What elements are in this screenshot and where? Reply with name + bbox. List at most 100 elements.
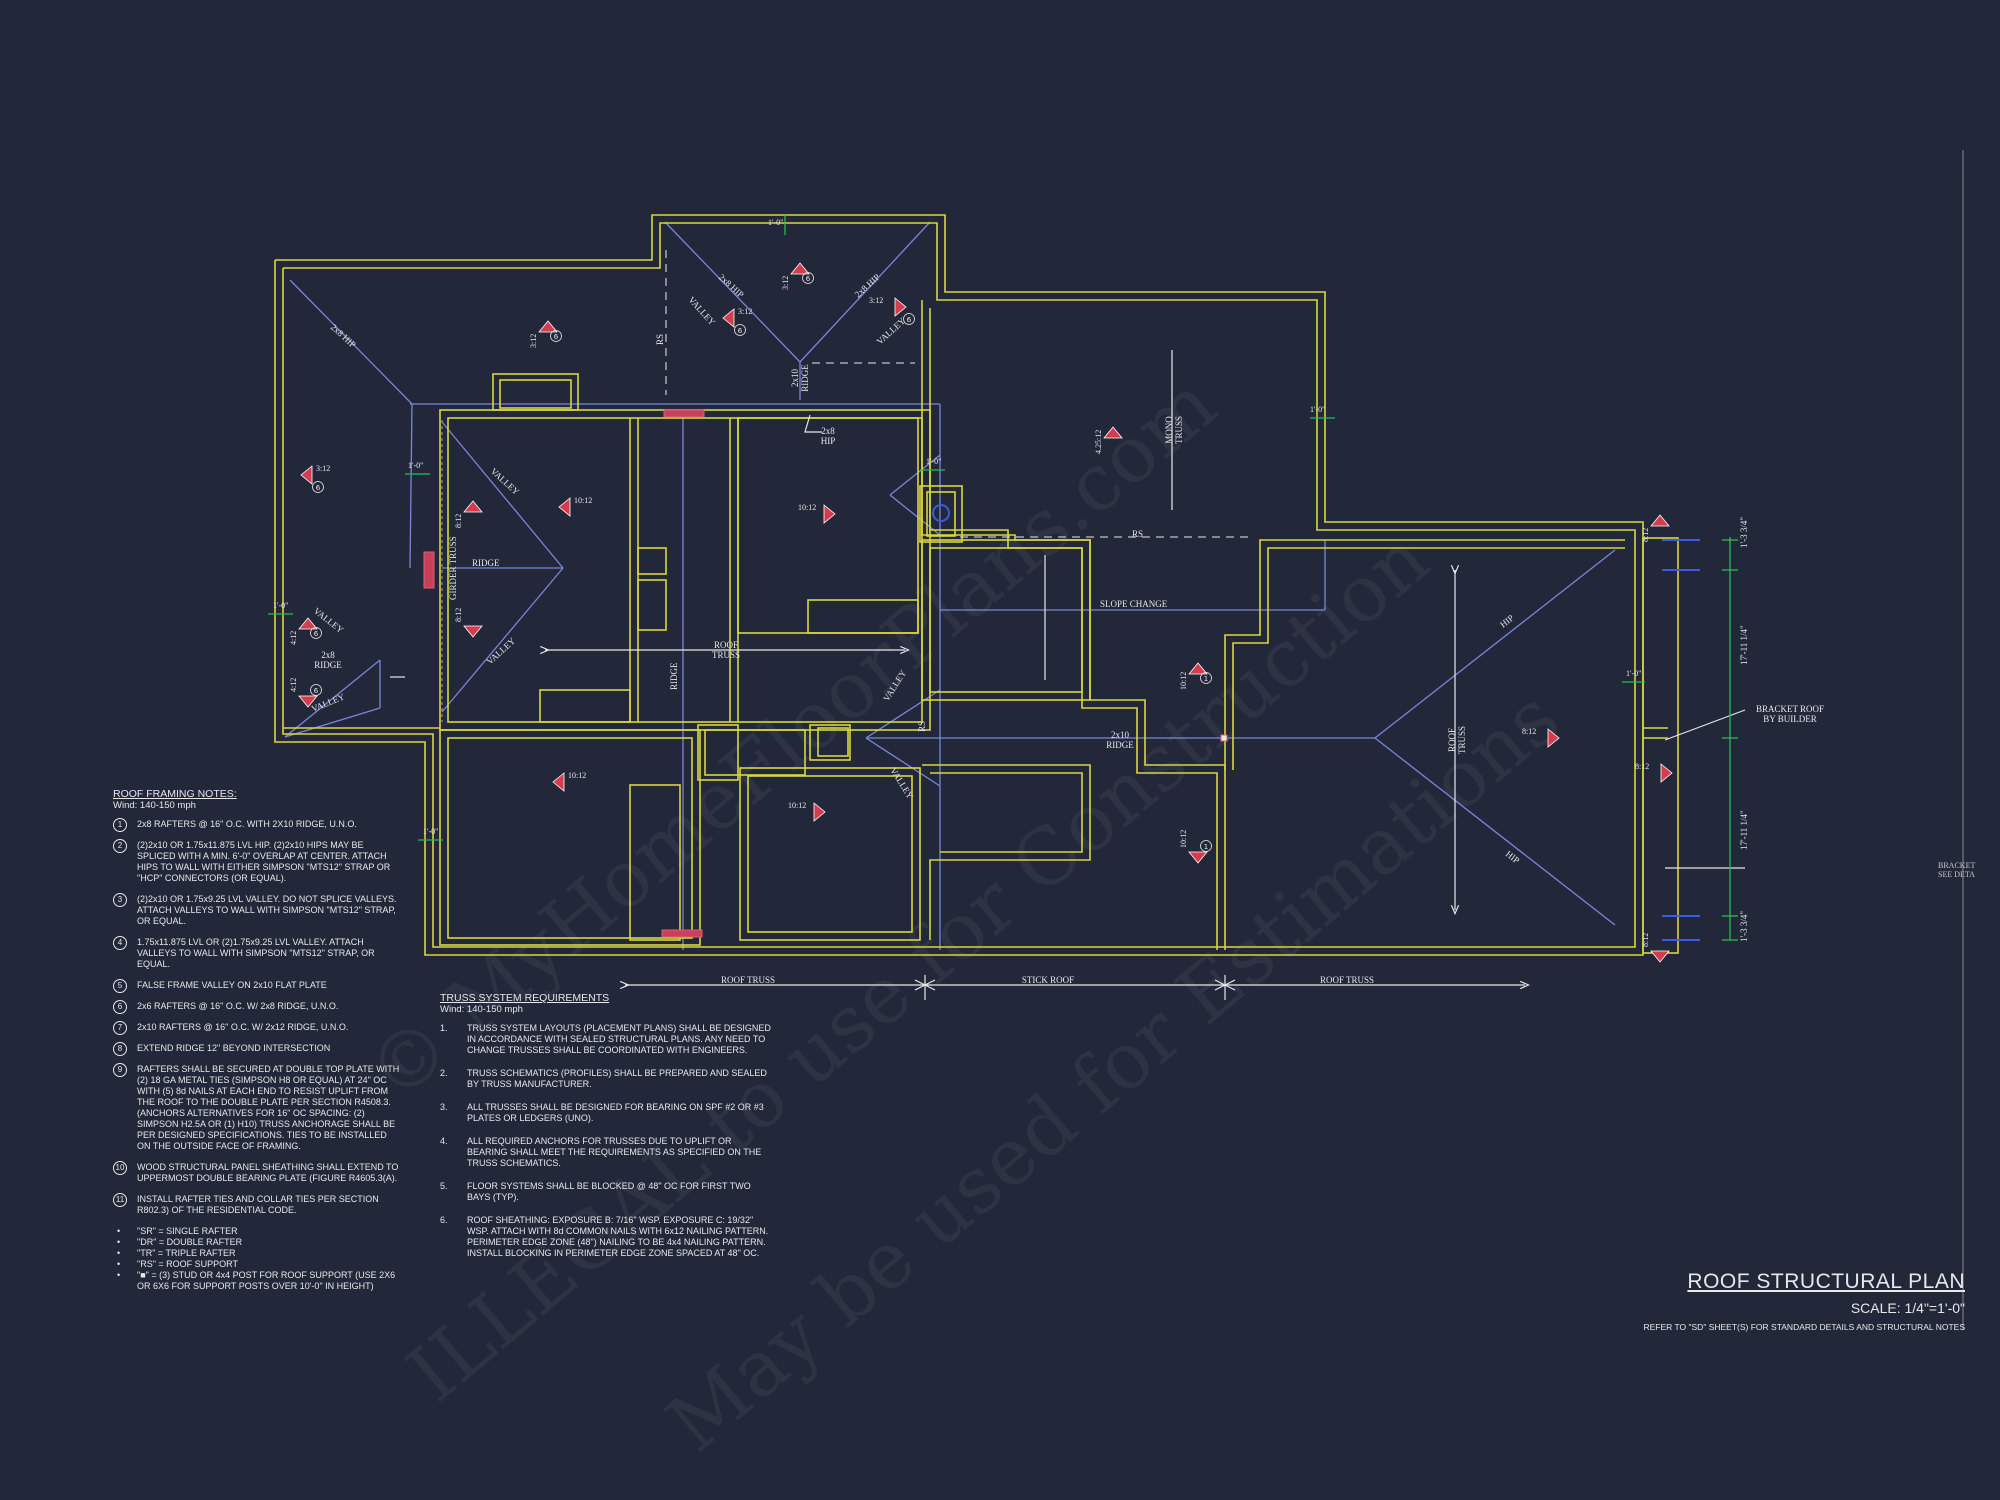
pitch-label: 3:12 xyxy=(316,464,330,473)
truss-requirement-item: 6.ROOF SHEATHING: EXPOSURE B: 7/16" WSP.… xyxy=(440,1215,772,1259)
plan-refer-note: REFER TO "SD" SHEET(S) FOR STANDARD DETA… xyxy=(1643,1322,1965,1332)
bottom-dimension-label: ROOF TRUSS xyxy=(721,975,775,985)
bottom-dimension-label: ROOF TRUSS xyxy=(1320,975,1374,985)
roof-support-label: RS xyxy=(917,721,927,732)
right-ticks xyxy=(1662,539,1700,941)
pitch-marker: 8:12 xyxy=(454,608,483,638)
note-number: 6 xyxy=(907,316,912,324)
truss-requirement-item: 4.ALL REQUIRED ANCHORS FOR TRUSSES DUE T… xyxy=(440,1136,772,1169)
legend-item: "RS" = ROOF SUPPORT xyxy=(113,1259,402,1270)
overhang-label: 1'-0" xyxy=(926,457,941,466)
note-number: 1 xyxy=(1204,675,1208,683)
pitch-label: 8:12 xyxy=(1641,933,1650,947)
pitch-label: 8:12 xyxy=(454,608,463,622)
pitch-label: 10:12 xyxy=(788,801,806,810)
pitch-marker: 3:12 6 xyxy=(869,296,915,325)
roof-framing-wind: Wind: 140-150 mph xyxy=(113,800,196,811)
note-number-circle: 9 xyxy=(113,1063,127,1077)
pitch-marker: 8:12 xyxy=(1641,514,1670,542)
pitch-label: 10:12 xyxy=(1179,672,1188,690)
note-circle xyxy=(310,684,322,696)
pitch-marker: 10:12 xyxy=(788,801,826,822)
note-number: 6 xyxy=(806,275,811,283)
note-text: FALSE FRAME VALLEY ON 2x10 FLAT PLATE xyxy=(137,980,327,990)
pitch-label: 10:12 xyxy=(574,496,592,505)
truss-requirement-item: 2. TRUSS SCHEMATICS (PROFILES) SHALL BE P… xyxy=(440,1068,772,1090)
pitch-marker: 3:126 xyxy=(722,307,752,336)
pitch-marker: 8:12 xyxy=(1635,762,1673,783)
note-text: EXTEND RIDGE 12" BEYOND INTERSECTION xyxy=(137,1043,331,1053)
note-number-circle: 5 xyxy=(113,979,127,993)
pitch-marker: 8:12 xyxy=(454,500,483,528)
ridge-label: 2x10RIDGE xyxy=(790,364,810,392)
note-number-circle: 4 xyxy=(113,936,127,950)
note-text: TRUSS SYSTEM LAYOUTS (PLACEMENT PLANS) S… xyxy=(467,1023,771,1055)
walls xyxy=(274,214,1679,956)
pitch-label: 4.25:12 xyxy=(1094,430,1103,454)
hip-label: 2x8 HIP xyxy=(329,322,358,350)
pitch-label: 3:12 xyxy=(869,296,883,305)
note-circle xyxy=(312,481,324,493)
truss-system-wind: Wind: 140-150 mph xyxy=(440,1004,523,1015)
truss-requirement-item: 3.ALL TRUSSES SHALL BE DESIGNED FOR BEAR… xyxy=(440,1102,772,1124)
ridge-label: RIDGE xyxy=(669,662,679,690)
hip-label: HIP xyxy=(1504,849,1522,866)
dimension-text: 1'-3 3/4" xyxy=(1739,517,1749,548)
dimension-text: 17'-11 1/4" xyxy=(1739,625,1749,665)
slope-change-label: SLOPE CHANGE xyxy=(1100,599,1168,609)
note-number: 1. xyxy=(440,1023,448,1033)
overhang-label: 1'-0" xyxy=(423,827,438,836)
note-text: INSTALL RAFTER TIES AND COLLAR TIES PER … xyxy=(137,1194,379,1215)
note-number: 6 xyxy=(554,333,559,341)
pitch-label: 10:12 xyxy=(798,503,816,512)
truss-system-notes: TRUSS SYSTEM REQUIREMENTS Wind: 140-150 … xyxy=(440,993,772,1271)
note-circle xyxy=(1200,840,1212,852)
overhang-labels: 1'-0"1'-0"1'-0"1'-0"1'-0"1'-0"1'-0" xyxy=(273,218,1641,836)
legend-item: "DR" = DOUBLE RAFTER xyxy=(113,1237,402,1248)
note-number-circle: 3 xyxy=(113,893,127,907)
note-circle xyxy=(550,330,562,342)
note-circle xyxy=(310,627,322,639)
pitch-label: 3:12 xyxy=(738,307,752,316)
pitch-marker: 4.25:12 xyxy=(1094,426,1123,454)
legend-item: "SR" = SINGLE RAFTER xyxy=(113,1226,402,1237)
ridge-label: RIDGE xyxy=(472,558,500,568)
note-number-circle: 6 xyxy=(113,1000,127,1014)
hip-label: 2x8 HIP xyxy=(717,272,746,300)
pitch-label: 4:12 xyxy=(289,631,298,645)
note-number: 2. xyxy=(440,1068,448,1078)
pitch-label: 8:12 xyxy=(1522,727,1536,736)
roof-framing-item: 11 INSTALL RAFTER TIES AND COLLAR TIES PE… xyxy=(113,1193,402,1216)
pitch-label: 4:12 xyxy=(289,678,298,692)
truss-requirement-item: 1. TRUSS SYSTEM LAYOUTS (PLACEMENT PLANS)… xyxy=(440,1023,772,1056)
bottom-dimension-label: STICK ROOF xyxy=(1022,975,1074,985)
girder-truss-label: GIRDER TRUSS xyxy=(448,536,458,600)
note-text: FLOOR SYSTEMS SHALL BE BLOCKED @ 48" OC … xyxy=(467,1181,751,1202)
roof-framing-item: 3(2)2x10 OR 1.75x9.25 LVL VALLEY. DO NOT… xyxy=(113,893,402,927)
note-text: TRUSS SCHEMATICS (PROFILES) SHALL BE PRE… xyxy=(467,1068,767,1089)
pitch-marker: 8:12 xyxy=(1641,933,1670,963)
note-circle xyxy=(802,272,814,284)
overhang-label: 1'-0" xyxy=(408,461,423,470)
dimension-text: 17'-11 1/4" xyxy=(1739,810,1749,850)
pitch-label: 8:12 xyxy=(1641,528,1650,542)
legend-item: "TR" = TRIPLE RAFTER xyxy=(113,1248,402,1259)
note-text: 2x10 RAFTERS @ 16" O.C. W/ 2x12 RIDGE, U… xyxy=(137,1022,349,1032)
note-number-circle: 11 xyxy=(113,1193,127,1207)
direction-arrows xyxy=(390,350,1746,1000)
edge-note-line-1: BRACKET xyxy=(1938,861,1976,870)
note-text: ALL REQUIRED ANCHORS FOR TRUSSES DUE TO … xyxy=(467,1136,762,1168)
pitch-marker: 10:12 xyxy=(558,496,592,517)
